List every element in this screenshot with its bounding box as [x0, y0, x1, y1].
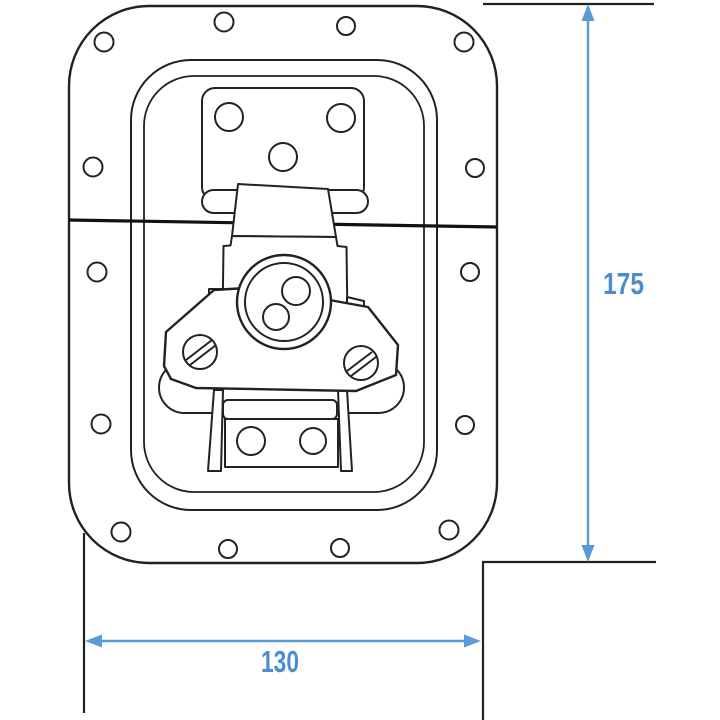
flange-screw-hole	[213, 11, 235, 33]
screw-slot	[346, 351, 373, 372]
drum-hole	[262, 303, 290, 331]
catch-claw	[231, 183, 337, 238]
flange-screw-hole	[460, 262, 480, 282]
screw-slot	[189, 344, 217, 366]
drum-inner-ring	[244, 262, 324, 342]
flange-screw-hole	[330, 538, 350, 558]
screw-slot	[350, 356, 377, 377]
drum-outer	[235, 253, 333, 351]
flange-screw-hole	[93, 31, 115, 53]
left-spring-arm	[207, 389, 224, 472]
arrow-down-icon	[581, 545, 595, 562]
height-extension-line-bottom	[481, 560, 656, 720]
right-screw	[343, 345, 379, 381]
flange-screw-hole	[438, 519, 460, 541]
base-plate-hole	[236, 426, 266, 456]
strike-plate-hole	[268, 142, 298, 172]
width-dimension-label: 130	[261, 644, 299, 679]
flange-screw-hole	[86, 261, 108, 283]
screw-slot	[185, 339, 213, 361]
arrow-left-icon	[85, 634, 102, 648]
flange-screw-hole	[453, 31, 475, 53]
flange-screw-hole	[465, 158, 485, 178]
height-dimension: 175	[581, 4, 644, 562]
flange-screw-hole	[455, 415, 475, 435]
flange-screw-hole	[90, 413, 112, 435]
arrow-right-icon	[464, 634, 481, 648]
flange-screw-holes	[82, 11, 485, 559]
flange-screw-hole	[218, 539, 238, 559]
drum-hole	[281, 276, 311, 306]
flange-screw-hole	[82, 156, 104, 178]
strike-plate-hole	[326, 103, 356, 133]
width-dimension: 130	[85, 634, 481, 679]
base-plate-hole	[299, 427, 327, 455]
spring-bar	[222, 399, 338, 420]
flange-screw-hole	[110, 521, 132, 543]
height-dimension-label: 175	[603, 266, 644, 301]
flange-screw-hole	[336, 16, 356, 36]
strike-plate-hole	[214, 102, 244, 132]
arrow-up-icon	[581, 4, 595, 21]
